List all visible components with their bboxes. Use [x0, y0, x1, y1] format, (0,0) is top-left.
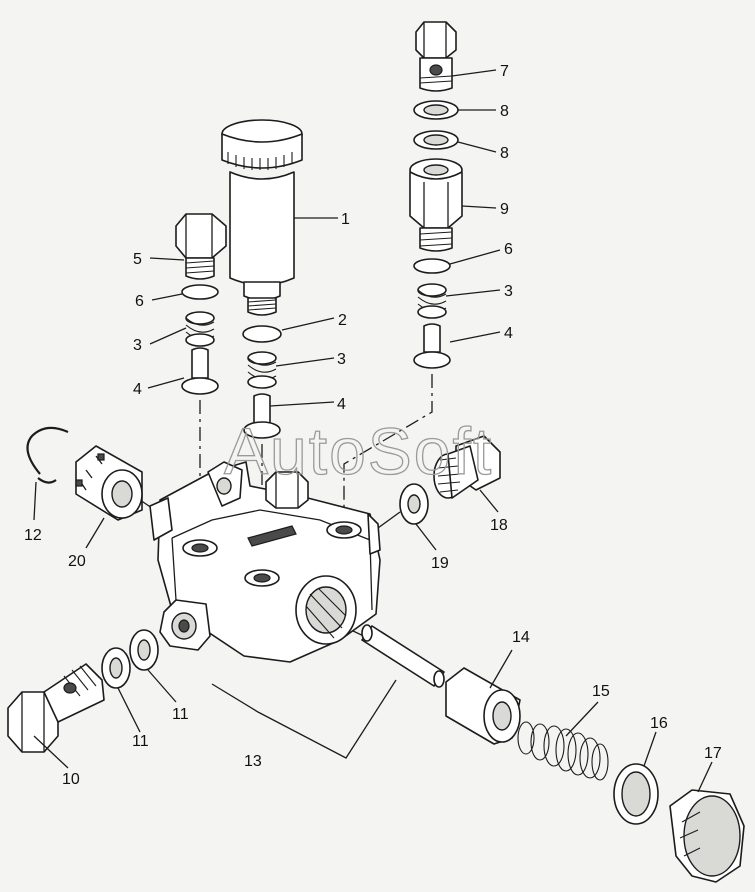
- callout-11-right: 11: [172, 706, 189, 723]
- callout-7: 7: [500, 63, 509, 80]
- callout-5: 5: [133, 251, 142, 268]
- part-10-bolt: [7, 663, 105, 753]
- callout-4-center: 4: [337, 396, 346, 413]
- part-9-hollow-fitting: [409, 158, 463, 252]
- part-20-filter-sleeve: [75, 445, 143, 521]
- leader-lines: [33, 69, 713, 793]
- part-17-cap: [669, 789, 745, 883]
- callout-14: 14: [512, 629, 530, 646]
- part-11-washer-1: [101, 647, 131, 689]
- callout-3-left: 3: [133, 337, 142, 354]
- part-12-snap-ring: [26, 426, 69, 484]
- part-6-seal-ring-right: [413, 258, 451, 274]
- callout-10: 10: [62, 771, 80, 788]
- part-18-plug: [433, 435, 501, 499]
- part-11-washer-2: [129, 629, 159, 671]
- part-8-washer-lower: [413, 130, 459, 150]
- callout-13: 13: [244, 753, 262, 770]
- callout-20: 20: [68, 553, 86, 570]
- part-4-valve-center: [243, 393, 281, 439]
- pump-body: [149, 461, 381, 663]
- part-4-valve-right: [413, 323, 451, 369]
- callout-17: 17: [704, 745, 722, 762]
- part-3-spring-left: [185, 311, 215, 347]
- part-6-seal-ring-left: [181, 284, 219, 300]
- callout-8-upper: 8: [500, 103, 509, 120]
- callout-labels: 1 2 3 4 5 6 3 4 7 8 8 9 6 3 4 18 19 12 2…: [24, 63, 722, 788]
- part-13-piston: [361, 624, 445, 688]
- part-1-primer-pump: [221, 119, 303, 316]
- callout-15: 15: [592, 683, 610, 700]
- part-15-spring: [517, 721, 609, 781]
- centerline-plug-18: [377, 511, 401, 529]
- callout-12: 12: [24, 527, 42, 544]
- callout-18: 18: [490, 517, 508, 534]
- callout-4-right: 4: [504, 325, 513, 342]
- part-4-valve-left: [181, 347, 219, 395]
- part-3-spring-center: [247, 351, 277, 389]
- callout-16: 16: [650, 715, 668, 732]
- part-5-plug: [175, 213, 227, 280]
- part-3-spring-right: [417, 283, 447, 319]
- callout-1: 1: [341, 211, 350, 228]
- callout-19: 19: [431, 555, 449, 572]
- callout-6-right: 6: [504, 241, 513, 258]
- leader-bracket-13: [211, 679, 397, 759]
- callout-2: 2: [338, 312, 347, 329]
- callout-11-left: 11: [132, 733, 149, 750]
- part-8-washer-upper: [413, 100, 459, 120]
- callout-3-center: 3: [337, 351, 346, 368]
- watermark-text: AutoSoft: [224, 414, 493, 488]
- part-19-washer: [399, 483, 429, 525]
- callout-6-left: 6: [135, 293, 144, 310]
- part-16-gasket: [613, 763, 659, 825]
- callout-3-right: 3: [504, 283, 513, 300]
- part-2-seal-ring: [242, 325, 282, 343]
- part-14-sleeve: [445, 667, 521, 745]
- part-7-banjo-bolt: [415, 21, 457, 92]
- callout-4-left: 4: [133, 381, 142, 398]
- centerline-right: [343, 374, 433, 528]
- callout-9: 9: [500, 201, 509, 218]
- callout-8-lower: 8: [500, 145, 509, 162]
